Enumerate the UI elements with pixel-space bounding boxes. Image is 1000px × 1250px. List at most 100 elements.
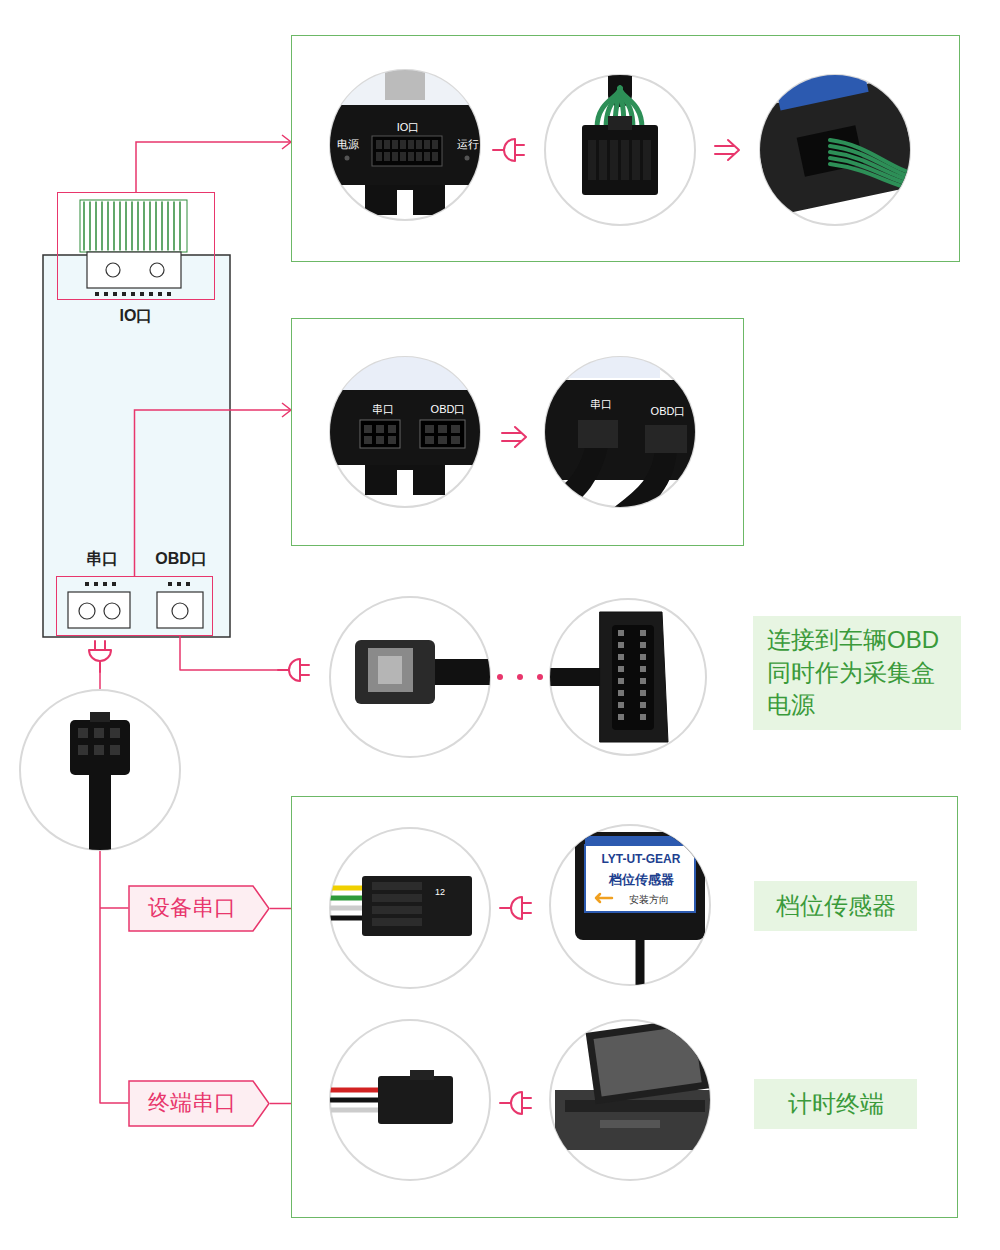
illustration-shape: [640, 630, 646, 636]
illustration-shape: [397, 190, 413, 215]
illustration-shape: [89, 770, 111, 860]
illustration-shape: [588, 140, 596, 180]
photo: [325, 355, 485, 495]
illustration-shape: [618, 654, 624, 660]
illustration-shape: [600, 1120, 660, 1128]
illustration-shape: [594, 1025, 702, 1096]
device-label: 档位传感器: [754, 881, 917, 931]
illustration-shape: [451, 436, 460, 444]
photo: [300, 60, 510, 215]
illustration-shape: [140, 292, 144, 296]
connector-line: [270, 1103, 291, 1105]
illustration-shape: [400, 140, 406, 149]
illustration-shape: [636, 935, 645, 995]
illustration-shape: [618, 642, 624, 648]
illustration-shape: [640, 690, 646, 696]
illustration-shape: [119, 202, 121, 250]
illustration-shape: [345, 156, 350, 161]
illustration-shape: [94, 745, 104, 755]
tag-label: 设备串口: [148, 895, 236, 921]
illustration-shape: [511, 897, 522, 919]
illustration-shape: [618, 630, 624, 636]
illustration-shape: [424, 152, 430, 161]
illustration-shape: [131, 202, 133, 250]
illustration-shape: [438, 425, 447, 433]
illustration-shape: [372, 894, 422, 902]
photo-label: 档位传感器: [609, 873, 674, 887]
illustration-shape: [643, 140, 651, 180]
illustration-shape: [278, 669, 289, 671]
serial-device-panel: LYT-UT-GEAR档位传感器安装方向档位传感器计时终端: [291, 796, 958, 1218]
illustration-shape: [376, 152, 382, 161]
photo: [325, 876, 472, 936]
illustration-shape: [600, 612, 668, 742]
illustration-shape: [384, 140, 390, 149]
illustration-shape: [330, 355, 480, 390]
illustration-shape: [355, 640, 435, 704]
illustration-shape: [640, 678, 646, 684]
photo: [545, 350, 705, 515]
photo-label: 串口: [372, 403, 394, 415]
illustration-shape: [416, 152, 422, 161]
illustration-shape: [640, 666, 646, 672]
dot: [497, 674, 503, 680]
illustration-shape: [364, 436, 372, 444]
illustration-shape: [80, 200, 187, 252]
illustration-shape: [100, 850, 128, 1103]
illustration-shape: [364, 425, 372, 433]
illustration-shape: [300, 665, 309, 675]
illustration-shape: [376, 436, 384, 444]
illustration-shape: [325, 1088, 380, 1093]
illustration-shape: [432, 140, 438, 149]
illustration-shape: [104, 603, 120, 619]
illustration-shape: [408, 140, 414, 149]
illustration-shape: [168, 582, 172, 586]
illustration-shape: [397, 470, 413, 495]
photo-label: IO口: [397, 121, 420, 133]
illustration-shape: [113, 292, 117, 296]
illustration-shape: [149, 292, 153, 296]
illustration-shape: [640, 714, 646, 720]
illustration-shape: [107, 202, 109, 250]
illustration-shape: [618, 702, 624, 708]
illustration-shape: [578, 420, 618, 448]
illustration-shape: [582, 125, 658, 195]
illustration-shape: [362, 876, 472, 936]
illustration-shape: [104, 292, 108, 296]
illustration-shape: [384, 152, 390, 161]
illustration-shape: [608, 116, 632, 130]
illustration-shape: [774, 62, 868, 110]
illustration-shape: [125, 202, 127, 250]
illustration-shape: [585, 845, 695, 912]
illustration-shape: [325, 906, 365, 911]
illustration-shape: [565, 1100, 705, 1112]
illustration-shape: [425, 425, 434, 433]
illustration-shape: [438, 436, 447, 444]
illustration-shape: [420, 420, 465, 448]
photo: [70, 712, 130, 860]
illustration-shape: [150, 263, 164, 277]
illustration-shape: [94, 728, 104, 738]
illustration-shape: [325, 105, 485, 185]
illustration-shape: [85, 582, 89, 586]
dot: [537, 674, 543, 680]
arrowhead: [282, 403, 291, 417]
photo-label: 串口: [590, 398, 612, 410]
illustration-shape: [515, 145, 524, 155]
port-label: IO口: [120, 307, 153, 325]
illustration-shape: [618, 714, 624, 720]
illustration-shape: [89, 650, 111, 661]
illustration-shape: [585, 836, 695, 845]
photo-frame: [550, 825, 710, 985]
illustration-shape: [78, 728, 88, 738]
photo-frame: [550, 1020, 710, 1180]
illustration-shape: [106, 263, 120, 277]
io-wiring-panel: 电源IO口运行: [291, 35, 960, 262]
illustration-shape: [95, 202, 97, 250]
illustration-shape: [416, 140, 422, 149]
illustration-shape: [545, 380, 705, 480]
serial-obd-port: 串口OBD口: [56, 576, 213, 636]
illustration-shape: [365, 465, 445, 495]
illustration-shape: [186, 582, 190, 586]
illustration-shape: [149, 202, 151, 250]
